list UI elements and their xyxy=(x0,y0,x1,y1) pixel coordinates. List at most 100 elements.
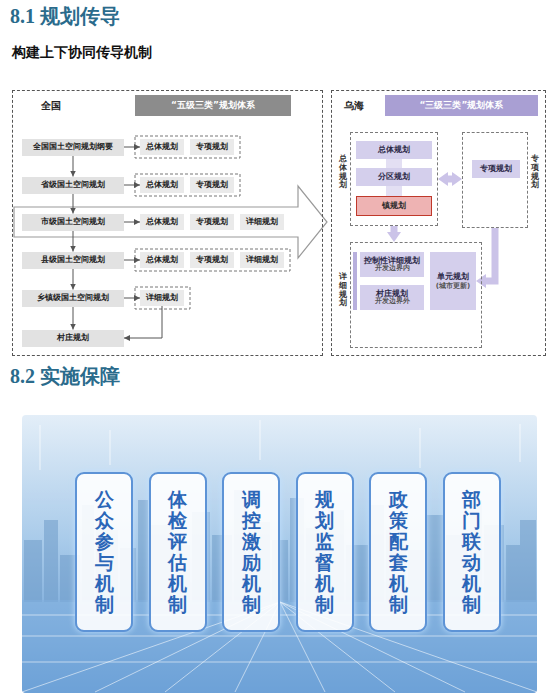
decoration xyxy=(519,424,521,462)
level-box: 村庄规划 xyxy=(22,330,124,347)
section-heading: 8.1 规划传导 xyxy=(10,4,120,28)
flow-arrow xyxy=(73,156,74,177)
decoration xyxy=(419,428,421,468)
box-label: 总体规划 xyxy=(146,180,178,189)
level-box: 县级国土空间规划 xyxy=(22,252,124,269)
plan-type-box: 总体规划 xyxy=(140,252,184,268)
plan-type-box: 详细规划 xyxy=(240,252,284,268)
plan-box: 单元规划(城市更新) xyxy=(430,252,476,310)
group-box: 专项规划专项规划 xyxy=(462,132,528,228)
box-label: “三级三类”规划体系 xyxy=(420,100,504,110)
flow-arrow xyxy=(73,231,74,252)
box-label: 专项规划 xyxy=(196,255,228,264)
decoration xyxy=(24,540,42,602)
highlight-box: 镇规划 xyxy=(356,196,432,216)
box-label: 专项规划 xyxy=(196,180,228,189)
plan-type-box: 详细规划 xyxy=(140,290,184,306)
transfer-arrow xyxy=(391,226,398,232)
plan-type-box: 专项规划 xyxy=(190,139,234,155)
plan-type-box: 总体规划 xyxy=(140,177,184,193)
plan-box: 控制性详细规划开发边界内 xyxy=(360,252,424,277)
plan-box: 分区规划 xyxy=(356,168,432,186)
level-box: 省级国土空间规划 xyxy=(22,177,124,194)
flow-arrow xyxy=(73,307,74,330)
box-label: 总体规划 xyxy=(146,217,178,226)
group-label: 总体规划 xyxy=(339,155,347,190)
decoration xyxy=(259,420,261,460)
decoration xyxy=(22,636,537,637)
box-label: 公众参与机制 xyxy=(95,489,114,614)
decoration xyxy=(39,425,41,470)
box-label: 总体规划 xyxy=(378,145,410,154)
box-label: 部门联动机制 xyxy=(462,489,481,614)
box-label: 调控激励机制 xyxy=(242,489,261,614)
mechanism-card: 公众参与机制 xyxy=(75,472,133,632)
plan-type-box: 专项规划 xyxy=(190,214,234,230)
decoration xyxy=(138,500,148,602)
flow-arrow xyxy=(124,147,140,148)
system-panel: 乌海“三级三类”规划体系总体规划总体规划分区规划镇规划专项规划专项规划详细规划控… xyxy=(331,90,546,356)
plan-box: 专项规划 xyxy=(472,160,520,178)
row-group xyxy=(135,211,290,233)
box-label: 控制性详细规划 xyxy=(364,256,420,265)
light-streaks xyxy=(40,420,520,470)
box-label: 详细规划 xyxy=(246,217,278,226)
transfer-arrow xyxy=(448,176,452,183)
box-label: 村庄规划 xyxy=(376,289,408,298)
box-label: 市级国土空间规划 xyxy=(41,217,105,226)
plan-type-box: 总体规划 xyxy=(140,214,184,230)
mechanism-card: 体检评估机制 xyxy=(149,472,207,632)
box-label: 单元规划 xyxy=(437,272,469,281)
row-group xyxy=(135,136,240,158)
decoration xyxy=(22,662,537,663)
box-label: 详细规划 xyxy=(146,293,178,302)
box-label: 总体规划 xyxy=(146,255,178,264)
level-box: 乡镇级国土空间规划 xyxy=(22,290,124,307)
mechanism-card: 政策配套机制 xyxy=(369,472,427,632)
mechanism-card: 部门联动机制 xyxy=(443,472,501,632)
box-label: 专项规划 xyxy=(196,142,228,151)
side-bar xyxy=(353,252,357,310)
flow-arrow xyxy=(124,222,140,223)
flow-arrow xyxy=(124,298,140,299)
row-group xyxy=(135,249,290,271)
group-box: 总体规划总体规划分区规划镇规划 xyxy=(350,132,438,226)
system-panel: 全国“五级三类”规划体系全国国土空间规划纲要总体规划专项规划省级国土空间规划总体… xyxy=(12,90,323,356)
group-box: 详细规划控制性详细规划开发边界内村庄规划开发边界外单元规划(城市更新) xyxy=(350,242,482,348)
flow-arrow xyxy=(124,306,162,338)
box-label: 分区规划 xyxy=(378,172,410,181)
plan-box: 总体规划 xyxy=(356,141,432,159)
sub-label: (城市更新) xyxy=(436,282,470,290)
box-label: 专项规划 xyxy=(196,217,228,226)
group-label: 详细规划 xyxy=(339,273,347,308)
plan-type-box: 详细规划 xyxy=(240,214,284,230)
plan-type-box: 专项规划 xyxy=(190,252,234,268)
box-label: 村庄规划 xyxy=(57,333,89,342)
city-picture xyxy=(22,415,537,693)
box-label: 政策配套机制 xyxy=(389,489,408,614)
box-label: 总体规划 xyxy=(146,142,178,151)
decoration xyxy=(109,430,111,465)
box-label: “五级三类”规划体系 xyxy=(171,100,255,110)
box-label: 专项规划 xyxy=(480,164,512,173)
group-label: 全国 xyxy=(41,99,61,113)
box-label: 体检评估机制 xyxy=(168,489,187,614)
row-group xyxy=(135,287,190,309)
subheading: 构建上下协同传导机制 xyxy=(12,44,152,61)
plan-type-box: 总体规划 xyxy=(140,139,184,155)
flow-arrow xyxy=(73,194,74,214)
decoration xyxy=(44,520,58,602)
plan-type-box: 专项规划 xyxy=(190,177,234,193)
decoration xyxy=(426,515,444,602)
flow-arrow xyxy=(124,185,140,186)
plan-box: 村庄规划开发边界外 xyxy=(360,285,424,310)
transfer-band-arrow xyxy=(14,186,327,258)
sky xyxy=(22,415,537,693)
box-label: 详细规划 xyxy=(246,255,278,264)
section-heading: 8.2 实施保障 xyxy=(10,364,120,388)
box-label: 全国国土空间规划纲要 xyxy=(33,142,113,151)
box-label: 镇规划 xyxy=(382,201,406,210)
box-label: 县级国土空间规划 xyxy=(41,255,105,264)
group-label: 专项规划 xyxy=(531,155,539,190)
